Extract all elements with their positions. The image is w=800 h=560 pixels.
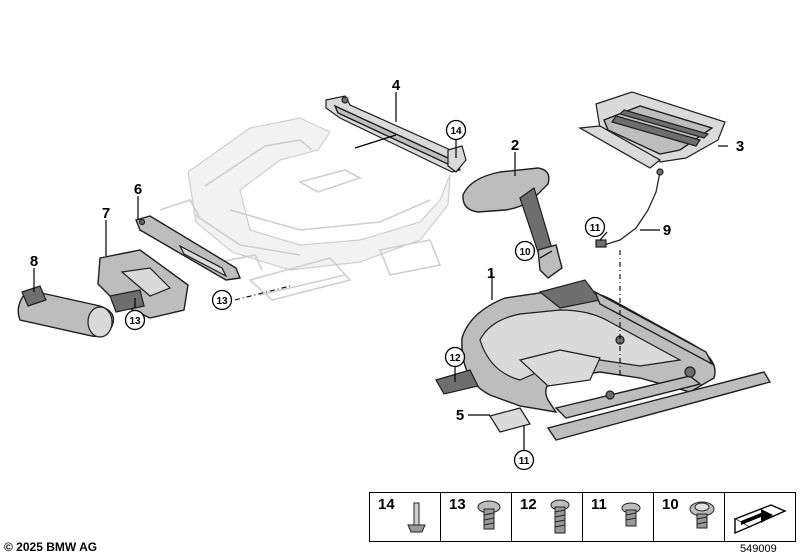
rivet-icon (407, 502, 426, 533)
image-id: 549009 (740, 543, 777, 555)
callout-13: 13 (216, 296, 228, 307)
callout-11: 11 (519, 456, 530, 467)
circle-callout-13-right: 13 (211, 289, 233, 311)
seat-rail[interactable] (325, 95, 461, 173)
callout-13: 13 (129, 316, 141, 327)
callout-12: 12 (449, 353, 461, 364)
callout-10: 10 (519, 247, 531, 258)
legend-number: 14 (378, 496, 395, 513)
circle-callout-11-upper: 11 (584, 216, 606, 238)
legend-number: 13 (449, 496, 466, 513)
legend-item-14[interactable]: 14 (369, 492, 440, 542)
small-plate[interactable] (489, 407, 531, 433)
legend-item-13[interactable]: 13 (440, 492, 511, 542)
housing[interactable] (97, 249, 189, 319)
long-screw-icon (550, 499, 570, 534)
circle-callout-10: 10 (514, 240, 536, 262)
legend-number: 12 (520, 496, 537, 513)
legend-number: 11 (591, 496, 607, 513)
callout-11: 11 (590, 223, 601, 234)
callout-2: 2 (511, 137, 519, 154)
callout-8: 8 (30, 253, 38, 270)
copyright-text: © 2025 BMW AG (4, 540, 98, 554)
circle-callout-12: 12 (444, 346, 466, 368)
rail-bracket[interactable] (447, 145, 467, 173)
armrest[interactable] (462, 167, 563, 279)
circle-callout-13-left: 13 (124, 309, 146, 331)
seat-frame[interactable] (435, 279, 772, 441)
callout-4: 4 (392, 77, 401, 94)
callout-14: 14 (450, 126, 462, 137)
seat-pan-frame[interactable] (578, 91, 726, 169)
legend-item-11[interactable]: 11 (582, 492, 653, 542)
legend-arrow-cell (724, 492, 796, 542)
ghost-seat-frame (159, 117, 451, 301)
direction-arrow-icon (733, 504, 787, 535)
callout-9: 9 (663, 222, 671, 239)
callout-5: 5 (456, 407, 464, 424)
legend-item-10[interactable]: 10 (653, 492, 724, 542)
callout-1: 1 (487, 265, 495, 282)
short-screw-icon (621, 502, 641, 527)
thin-bar[interactable] (135, 215, 241, 281)
callout-6: 6 (134, 181, 142, 198)
flange-screw-icon (689, 501, 715, 529)
torx-screw-icon (477, 500, 501, 530)
cable[interactable] (595, 168, 664, 248)
callout-7: 7 (102, 205, 110, 222)
legend-item-12[interactable]: 12 (511, 492, 582, 542)
callout-3: 3 (736, 138, 744, 155)
motor-cylinder[interactable] (17, 285, 115, 338)
circle-callout-14: 14 (445, 119, 467, 141)
circle-callout-11-lower: 11 (513, 449, 535, 471)
legend-number: 10 (662, 496, 679, 513)
leader-lines (33, 92, 728, 450)
